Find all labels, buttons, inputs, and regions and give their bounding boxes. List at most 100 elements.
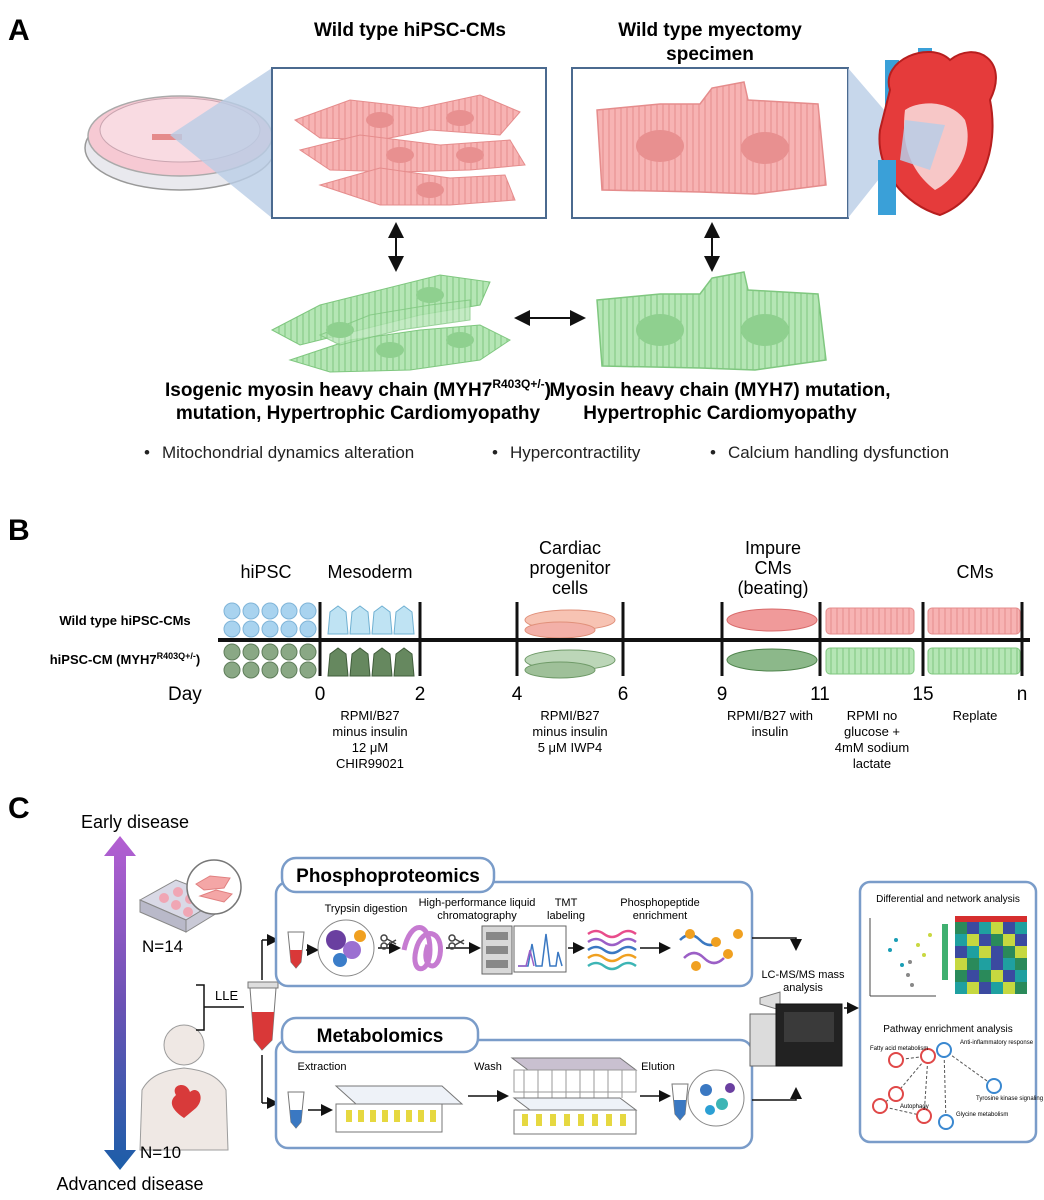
stage-cpc-1: Cardiac	[539, 538, 601, 558]
scissors-icon-1	[380, 934, 397, 950]
svg-text:RPMI no: RPMI no	[847, 708, 898, 723]
lcms-label-1: LC-MS/MS mass	[761, 969, 845, 981]
phosphopeptides-icon	[679, 929, 743, 971]
svg-text:minus insulin: minus insulin	[532, 724, 607, 739]
mesoderm-cells-wt	[327, 605, 415, 635]
stage-cpc-2: progenitor	[529, 558, 610, 578]
hplc-label-1: High-performance liquid	[419, 897, 536, 909]
day-6: 6	[618, 684, 629, 705]
mut-right-line2: Hypertrophic Cardiomyopathy	[583, 403, 857, 424]
hplc-label-2: chromatography	[437, 910, 517, 922]
disease-progression-arrow	[104, 836, 136, 1170]
wash-plate-icon	[510, 1057, 638, 1135]
day-9: 9	[717, 684, 728, 705]
panel-c-label: C	[8, 792, 30, 825]
row-mut-label: hiPSC-CM (MYH7R403Q+/-)	[50, 651, 201, 667]
stage-mesoderm: Mesoderm	[327, 562, 412, 582]
volcano-plot-icon	[869, 918, 948, 997]
zoom-cone-left	[170, 68, 272, 218]
lcms-instrument-icon	[749, 991, 859, 1067]
metabolites-icon	[687, 1069, 745, 1127]
lle-bracket	[196, 984, 244, 1031]
scissors-icon-2	[448, 934, 465, 950]
lcms-label-2: analysis	[783, 982, 823, 994]
metab-title-box	[280, 1016, 480, 1054]
extraction-plate-icon	[334, 1085, 464, 1133]
phospho-title: Phosphoproteomics	[296, 866, 480, 887]
mut-right-line1: Myosin heavy chain (MYH7) mutation,	[550, 380, 891, 401]
wt-myectomy-cell	[596, 81, 827, 195]
pathway-title: Pathway enrichment analysis	[883, 1024, 1013, 1035]
path-fatty: Fatty acid metabolism	[870, 1046, 928, 1052]
enrich-label-2: enrichment	[633, 910, 687, 922]
phospho-title-box	[280, 856, 496, 894]
cms-cells-15	[825, 607, 915, 675]
day-2: 2	[415, 684, 426, 705]
stage-impure-2: CMs	[755, 558, 792, 578]
mut-myectomy-cell	[596, 271, 827, 371]
bullet-hypercontract: Hypercontractility	[492, 443, 640, 463]
medium-5: Replate	[953, 708, 998, 723]
diff-title: Differential and network analysis	[876, 894, 1020, 905]
metab-tube-icon	[287, 1091, 305, 1129]
mut-hipsc-cells	[270, 274, 511, 373]
elution-tube-icon	[671, 1083, 689, 1121]
svg-text:Replate: Replate	[953, 708, 998, 723]
svg-text:RPMI/B27: RPMI/B27	[340, 708, 399, 723]
stage-cms: CMs	[957, 562, 994, 582]
enrich-label-1: Phosphopeptide	[620, 897, 700, 909]
tmt-label-1: TMT	[555, 897, 578, 909]
patient-icon	[139, 1024, 229, 1151]
stage-hipsc: hiPSC	[240, 562, 291, 582]
svg-text:lactate: lactate	[853, 756, 891, 771]
day-15: 15	[912, 684, 933, 705]
tmt-peptides-icon	[587, 929, 637, 971]
peptide-chain-icon	[401, 925, 443, 972]
extraction-label: Extraction	[298, 1061, 347, 1073]
mut-left-line2: mutation, Hypertrophic Cardiomyopathy	[176, 403, 541, 424]
day-11: 11	[810, 684, 830, 705]
lle-label: LLE	[215, 988, 238, 1003]
day-0: 0	[315, 684, 326, 705]
hplc-instrument-icon	[481, 925, 513, 975]
heatmap-icon	[955, 916, 1027, 994]
row-wt-label: Wild type hiPSC-CMs	[59, 613, 190, 628]
metab-to-lcms	[752, 1087, 802, 1101]
path-autophagy: Autophagy	[900, 1104, 929, 1110]
title-wt-myectomy-1: Wild type myectomy	[618, 20, 802, 41]
svg-text:4mM sodium: 4mM sodium	[835, 740, 909, 755]
path-glycine: Glycine metabolism	[956, 1112, 1008, 1118]
early-disease-label: Early disease	[81, 812, 189, 832]
wash-label: Wash	[474, 1061, 502, 1073]
title-wt-hipsc: Wild type hiPSC-CMs	[314, 20, 506, 41]
wt-hipsc-cells	[293, 94, 526, 206]
protein-digest-icon	[317, 919, 375, 977]
svg-text:RPMI/B27 with: RPMI/B27 with	[727, 708, 813, 723]
n14-label: N=14	[142, 937, 183, 956]
svg-text:minus insulin: minus insulin	[332, 724, 407, 739]
cms-cells-n	[927, 607, 1021, 675]
metab-title: Metabolomics	[317, 1026, 444, 1047]
pathway-network-icon	[872, 1042, 1002, 1130]
well-plate-icon	[138, 859, 242, 933]
title-wt-myectomy-2: specimen	[666, 44, 754, 65]
tube-icon	[247, 981, 279, 1051]
svg-text:12 μM: 12 μM	[352, 740, 388, 755]
chromatogram-icon	[513, 925, 567, 973]
tmt-label-2: labeling	[547, 910, 585, 922]
trypsin-label: Trypsin digestion	[325, 903, 408, 915]
elution-label: Elution	[641, 1061, 675, 1073]
path-tyrosine: Tyrosine kinase signaling	[976, 1096, 1043, 1102]
mut-left-line1: Isogenic myosin heavy chain (MYH7R403Q+/…	[165, 377, 551, 401]
phospho-to-lcms	[752, 937, 802, 951]
bullet-calcium: Calcium handling dysfunction	[710, 443, 949, 463]
day-n: n	[1017, 684, 1028, 705]
advanced-disease-label: Advanced disease	[56, 1174, 203, 1194]
stage-cpc-3: cells	[552, 578, 588, 598]
svg-text:insulin: insulin	[752, 724, 789, 739]
